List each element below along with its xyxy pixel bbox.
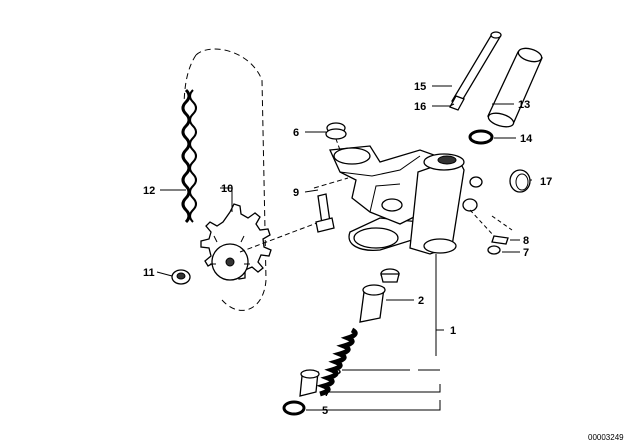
guide-tube (449, 31, 502, 111)
callout-14: 14 (520, 133, 533, 145)
bolt-washer (469, 209, 513, 255)
callout-8: 8 (523, 235, 529, 247)
callout-7: 7 (523, 247, 529, 259)
seal-ring (509, 169, 531, 193)
callout-6: 6 (293, 127, 299, 139)
pressure-relief-valve (282, 268, 400, 416)
sprocket-nut (171, 269, 191, 285)
callout-10: 10 (221, 183, 233, 195)
callout-2: 2 (418, 295, 424, 307)
callout-9: 9 (293, 187, 299, 199)
sprocket (200, 203, 272, 281)
document-id: 00003249 (588, 433, 624, 442)
callout-4: 4 (322, 387, 329, 399)
leader-lines (156, 85, 532, 411)
callout-15: 15 (414, 81, 426, 93)
sealing-plug (325, 122, 347, 151)
callout-13: 13 (518, 99, 530, 111)
o-ring (468, 129, 494, 145)
oil-pump-housing (329, 145, 483, 255)
callout-3: 3 (335, 365, 341, 377)
callout-16: 16 (414, 101, 426, 113)
drive-chain (181, 48, 267, 311)
callout-11: 11 (143, 267, 155, 279)
intake-pipe (487, 47, 543, 128)
callout-12: 12 (143, 185, 155, 197)
hex-bolt (313, 177, 349, 233)
callout-17: 17 (540, 176, 552, 188)
callout-1: 1 (450, 325, 456, 337)
callout-5: 5 (322, 405, 328, 417)
